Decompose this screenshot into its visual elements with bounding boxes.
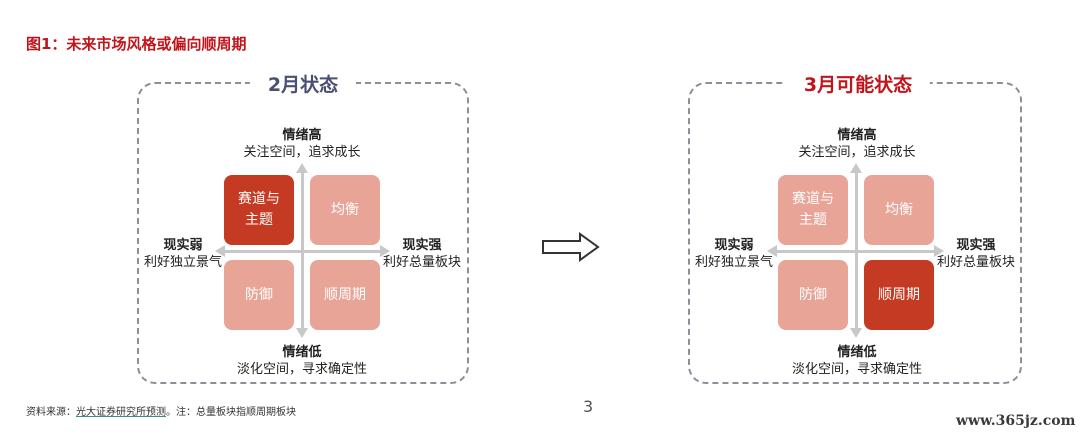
left-quadrant-track-theme: 赛道与主题 [224,175,294,245]
left-left-axis-label: 现实弱利好独立景气 [143,238,223,270]
right-quadrant-track-theme: 赛道与主题 [778,175,848,245]
figure-title: 图1：未来市场风格或偏向顺周期 [26,35,247,53]
left-horizontal-axis [224,250,381,253]
right-top-axis-label: 情绪高关注空间，追求成长 [798,128,916,160]
source-org: 光大证券研究所预测 [76,407,166,418]
right-right-axis-label: 现实强利好总量板块 [936,238,1016,270]
right-axis-left-arrow-icon [767,245,777,257]
right-left-axis-label: 现实弱利好独立景气 [694,238,774,270]
left-top-axis-label: 情绪高关注空间，追求成长 [243,128,361,160]
source-note: 资料来源：光大证券研究所预测。注：总量板块指顺周期板块 [26,407,296,418]
left-axis-down-arrow-icon [296,328,308,338]
right-axis-right-arrow-icon [934,245,944,257]
right-axis-down-arrow-icon [850,328,862,338]
page-number: 3 [583,397,594,416]
right-quadrant-defensive: 防御 [778,260,848,330]
right-panel-title: 3月可能状态 [785,70,931,97]
right-horizontal-axis [776,250,935,253]
left-quadrant-cyclical: 顺周期 [310,260,380,330]
left-axis-left-arrow-icon [215,245,225,257]
right-quadrant-balanced: 均衡 [864,175,934,245]
right-bottom-axis-label: 情绪低淡化空间，寻求确定性 [791,345,923,377]
right-axis-up-arrow-icon [850,163,862,173]
left-right-axis-label: 现实强利好总量板块 [382,238,462,270]
left-quadrant-defensive: 防御 [224,260,294,330]
left-bottom-axis-label: 情绪低淡化空间，寻求确定性 [236,345,368,377]
left-axis-right-arrow-icon [380,245,390,257]
right-quadrant-cyclical: 顺周期 [864,260,934,330]
left-axis-up-arrow-icon [296,163,308,173]
left-quadrant-balanced: 均衡 [310,175,380,245]
transition-arrow-icon [542,232,600,262]
left-panel-title: 2月状态 [249,70,357,97]
watermark: www.365jz.com [956,413,1076,429]
